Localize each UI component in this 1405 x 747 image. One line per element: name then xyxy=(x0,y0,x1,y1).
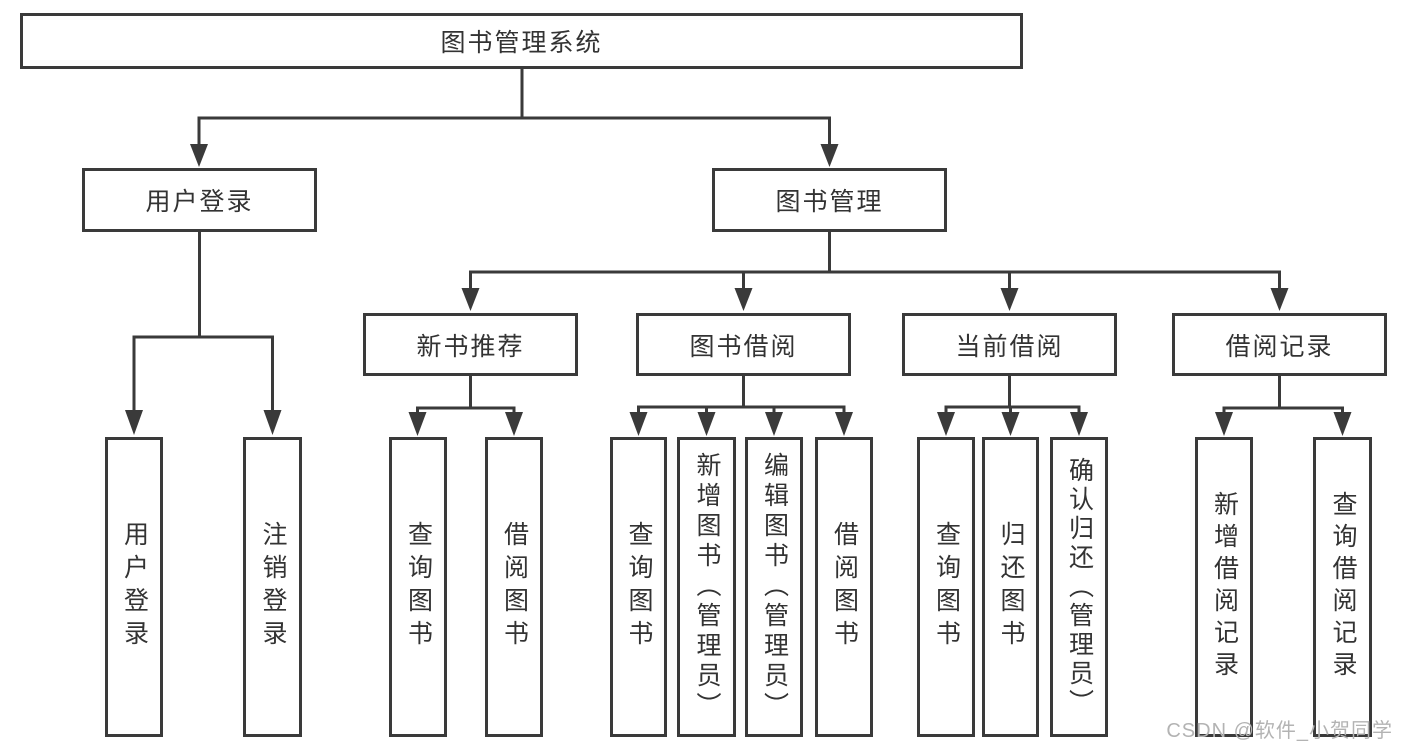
leaf-query-books-borrow: 查询图书 xyxy=(610,437,667,737)
node-label: 新书推荐 xyxy=(416,332,525,361)
node-borrowing-records: 借阅记录 xyxy=(1172,313,1387,376)
csdn-watermark: CSDN @软件_小贺同学 xyxy=(1166,720,1393,742)
leaf-query-borrow-record: 查询借阅记录 xyxy=(1313,437,1372,737)
leaf-label: 归还图书 xyxy=(997,521,1025,653)
leaf-borrow-books: 借阅图书 xyxy=(815,437,873,737)
node-library-management-system: 图书管理系统 xyxy=(20,13,1023,69)
leaf-label: 查询图书 xyxy=(932,521,961,653)
node-label: 当前借阅 xyxy=(955,332,1064,361)
node-book-management: 图书管理 xyxy=(712,168,947,232)
leaf-label: 借阅图书 xyxy=(500,521,529,653)
leaf-label: 查询图书 xyxy=(404,521,433,653)
leaf-label: 借阅图书 xyxy=(830,521,859,653)
leaf-label: 查询图书 xyxy=(625,521,653,653)
leaf-add-borrow-record: 新增借阅记录 xyxy=(1195,437,1253,737)
leaf-query-books-current: 查询图书 xyxy=(917,437,975,737)
node-user-login: 用户登录 xyxy=(82,168,317,232)
leaf-add-books-admin: 新增图书（管理员） xyxy=(677,437,736,737)
node-label: 图书管理系统 xyxy=(440,29,603,57)
node-book-borrowing: 图书借阅 xyxy=(636,313,851,376)
leaf-query-books-recommend: 查询图书 xyxy=(389,437,447,737)
node-current-borrowing: 当前借阅 xyxy=(902,313,1117,376)
leaf-logout: 注销登录 xyxy=(243,437,302,737)
leaf-label: 新增图书（管理员） xyxy=(693,452,721,722)
leaf-label: 新增借阅记录 xyxy=(1210,491,1239,683)
node-label: 借阅记录 xyxy=(1225,332,1334,361)
leaf-label: 查询借阅记录 xyxy=(1329,491,1357,683)
node-new-book-recommendation: 新书推荐 xyxy=(363,313,578,376)
leaf-edit-books-admin: 编辑图书（管理员） xyxy=(745,437,803,737)
leaf-user-login: 用户登录 xyxy=(105,437,163,737)
leaf-label: 用户登录 xyxy=(120,521,149,653)
node-label: 用户登录 xyxy=(145,188,254,216)
node-label: 图书管理 xyxy=(775,188,884,216)
node-label: 图书借阅 xyxy=(689,332,798,361)
leaf-borrow-books-recommend: 借阅图书 xyxy=(485,437,543,737)
leaf-return-books: 归还图书 xyxy=(982,437,1039,737)
leaf-confirm-return-admin: 确认归还（管理员） xyxy=(1050,437,1108,737)
leaf-label: 注销登录 xyxy=(259,521,287,653)
leaf-label: 确认归还（管理员） xyxy=(1065,456,1094,718)
leaf-label: 编辑图书（管理员） xyxy=(760,452,789,722)
